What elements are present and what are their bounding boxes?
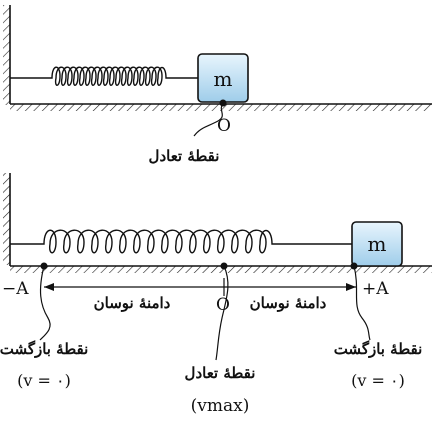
top-wall-hatch [3, 5, 10, 105]
left-arrowhead [44, 283, 54, 291]
right-return-pointer [353, 265, 371, 341]
right-arrowhead [346, 283, 356, 291]
equilibrium-label: نقطهٔ تعادل [185, 364, 256, 382]
minus-a-label: −A [2, 279, 29, 299]
amplitude-label-right: دامنهٔ نوسان [250, 294, 327, 312]
bottom-spring [10, 229, 352, 254]
top-equilibrium-label: نقطهٔ تعادل [149, 147, 220, 165]
bottom-wall-hatch [3, 173, 10, 265]
bottom-mass-label: m [368, 232, 387, 256]
return-point-right-velocity: (v = ۰) [351, 371, 405, 390]
equilibrium-pointer [215, 265, 229, 361]
top-equilibrium-pointer [193, 102, 224, 137]
top-spring [10, 66, 198, 86]
bottom-mass-block [351, 221, 403, 267]
left-return-pointer [39, 265, 51, 341]
return-point-left-label: نقطهٔ بازگشت [0, 340, 88, 358]
top-mass-label: m [214, 67, 233, 91]
return-point-left-velocity: (v = ۰) [17, 371, 71, 390]
top-origin-label: O [217, 116, 231, 136]
top-diagram: m O نقطهٔ تعادل [3, 5, 432, 165]
equilibrium-velocity: (vmax) [191, 396, 250, 416]
plus-a-label: +A [362, 279, 389, 299]
bottom-floor-hatch [10, 266, 432, 273]
return-point-right-label: نقطهٔ بازگشت [334, 340, 423, 358]
bottom-diagram: m −A O +A دامنهٔ نوسان دامنهٔ نوسان نقطه… [0, 173, 432, 416]
amplitude-label-left: دامنهٔ نوسان [94, 294, 171, 312]
